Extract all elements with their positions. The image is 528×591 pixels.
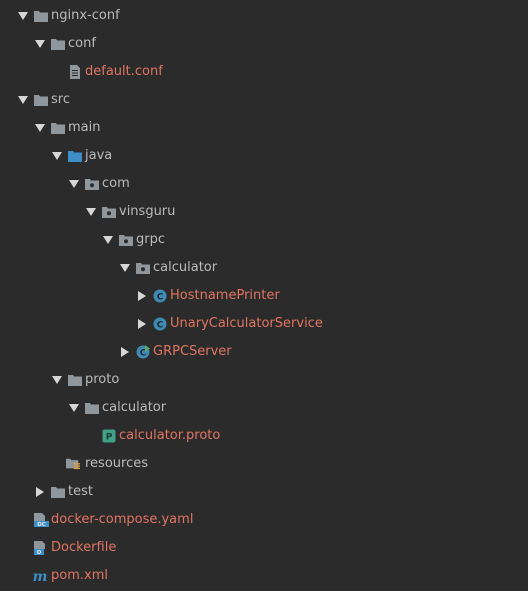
tree-node-nginx-conf[interactable]: nginx-conf bbox=[0, 2, 528, 30]
tree-node-conf[interactable]: conf bbox=[0, 30, 528, 58]
tree-node-label: calculator.proto bbox=[119, 428, 221, 443]
resources-folder-icon bbox=[66, 457, 80, 471]
tree-node-grpc[interactable]: grpc bbox=[0, 226, 528, 254]
package-icon bbox=[85, 177, 99, 191]
tree-node-label: default.conf bbox=[85, 64, 163, 79]
tree-node-docker-compose[interactable]: DC docker-compose.yaml bbox=[0, 506, 528, 534]
package-icon bbox=[136, 261, 150, 275]
tree-node-vinsguru[interactable]: vinsguru bbox=[0, 198, 528, 226]
tree-node-label: conf bbox=[68, 36, 96, 51]
collapse-arrow-icon[interactable] bbox=[36, 487, 44, 497]
folder-icon bbox=[51, 37, 65, 51]
collapse-arrow-icon[interactable] bbox=[121, 347, 129, 357]
package-icon bbox=[102, 205, 116, 219]
runnable-class-icon: C bbox=[136, 345, 150, 359]
expand-arrow-icon[interactable] bbox=[69, 180, 79, 188]
tree-node-label: com bbox=[102, 176, 130, 191]
source-folder-icon bbox=[68, 149, 82, 163]
tree-node-label: docker-compose.yaml bbox=[51, 512, 194, 527]
tree-node-test[interactable]: test bbox=[0, 478, 528, 506]
expand-arrow-icon[interactable] bbox=[120, 264, 130, 272]
expand-arrow-icon[interactable] bbox=[103, 236, 113, 244]
package-icon bbox=[119, 233, 133, 247]
tree-node-unary-calculator-service[interactable]: C UnaryCalculatorService bbox=[0, 310, 528, 338]
tree-node-calculator-package[interactable]: calculator bbox=[0, 254, 528, 282]
expand-arrow-icon[interactable] bbox=[86, 208, 96, 216]
tree-node-dockerfile[interactable]: D Dockerfile bbox=[0, 534, 528, 562]
svg-text:m: m bbox=[33, 569, 48, 583]
tree-node-hostname-printer[interactable]: C HostnamePrinter bbox=[0, 282, 528, 310]
maven-icon: m bbox=[32, 569, 48, 583]
svg-text:C: C bbox=[157, 292, 164, 302]
tree-node-label: java bbox=[85, 148, 113, 163]
svg-text:D: D bbox=[37, 550, 42, 555]
tree-node-label: main bbox=[68, 120, 101, 135]
tree-node-label: calculator bbox=[102, 400, 167, 415]
tree-node-label: pom.xml bbox=[51, 568, 108, 583]
svg-text:DC: DC bbox=[37, 522, 46, 527]
tree-node-java[interactable]: java bbox=[0, 142, 528, 170]
svg-text:C: C bbox=[140, 348, 147, 358]
class-icon: C bbox=[153, 317, 167, 331]
folder-icon bbox=[34, 93, 48, 107]
class-icon: C bbox=[153, 289, 167, 303]
collapse-arrow-icon[interactable] bbox=[138, 291, 146, 301]
expand-arrow-icon[interactable] bbox=[69, 404, 79, 412]
tree-node-label: GRPCServer bbox=[153, 344, 232, 359]
tree-node-label: vinsguru bbox=[119, 204, 176, 219]
tree-node-label: test bbox=[68, 484, 93, 499]
expand-arrow-icon[interactable] bbox=[18, 12, 28, 20]
tree-node-label: HostnamePrinter bbox=[170, 288, 280, 303]
docker-compose-file-icon: DC bbox=[33, 513, 49, 527]
expand-arrow-icon[interactable] bbox=[35, 40, 45, 48]
tree-node-pom[interactable]: m pom.xml bbox=[0, 562, 528, 590]
expand-arrow-icon[interactable] bbox=[18, 96, 28, 104]
collapse-arrow-icon[interactable] bbox=[138, 319, 146, 329]
text-file-icon bbox=[68, 65, 82, 79]
folder-icon bbox=[34, 9, 48, 23]
tree-node-label: nginx-conf bbox=[51, 8, 120, 23]
folder-icon bbox=[68, 373, 82, 387]
expand-arrow-icon[interactable] bbox=[52, 152, 62, 160]
expand-arrow-icon[interactable] bbox=[35, 124, 45, 132]
tree-node-label: grpc bbox=[136, 232, 165, 247]
tree-node-label: proto bbox=[85, 372, 120, 387]
tree-node-grpc-server[interactable]: C GRPCServer bbox=[0, 338, 528, 366]
folder-icon bbox=[51, 121, 65, 135]
tree-node-main[interactable]: main bbox=[0, 114, 528, 142]
tree-node-label: Dockerfile bbox=[51, 540, 117, 555]
dockerfile-icon: D bbox=[33, 541, 49, 555]
tree-node-proto[interactable]: proto bbox=[0, 366, 528, 394]
folder-icon bbox=[85, 401, 99, 415]
tree-node-label: resources bbox=[85, 456, 149, 471]
tree-node-default-conf[interactable]: default.conf bbox=[0, 58, 528, 86]
tree-node-src[interactable]: src bbox=[0, 86, 528, 114]
proto-file-icon: P bbox=[102, 429, 116, 443]
svg-text:C: C bbox=[157, 320, 164, 330]
expand-arrow-icon[interactable] bbox=[52, 376, 62, 384]
tree-node-calculator-proto[interactable]: P calculator.proto bbox=[0, 422, 528, 450]
tree-node-com[interactable]: com bbox=[0, 170, 528, 198]
svg-text:P: P bbox=[106, 433, 113, 443]
folder-icon bbox=[51, 485, 65, 499]
tree-node-label: calculator bbox=[153, 260, 218, 275]
tree-node-resources[interactable]: resources bbox=[0, 450, 528, 478]
tree-node-calculator-proto-dir[interactable]: calculator bbox=[0, 394, 528, 422]
tree-node-label: src bbox=[51, 92, 70, 107]
tree-node-label: UnaryCalculatorService bbox=[170, 316, 323, 331]
